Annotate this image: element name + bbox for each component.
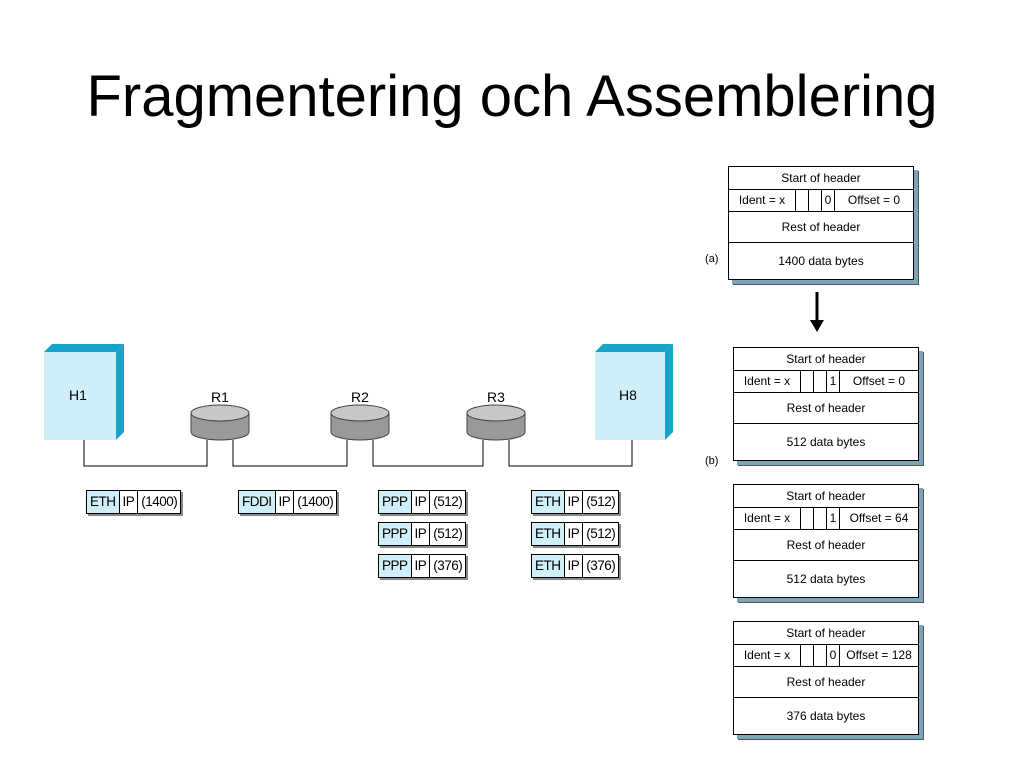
header-ident-row: Ident = x 0 Offset = 0 [729, 190, 913, 212]
ip-header-b2: Start of header Ident = x 1 Offset = 64 … [733, 484, 919, 598]
packet-size: (1400) [297, 494, 334, 509]
packet-eth-512-a: ETH IP (512) [531, 490, 620, 514]
header-ident-row: Ident = x 1 Offset = 64 [734, 508, 918, 530]
header-offset: Offset = 64 [849, 511, 909, 525]
header-flag-blank [814, 508, 827, 529]
header-start: Start of header [729, 167, 913, 190]
packet-eth-1400: ETH IP (1400) [86, 490, 182, 514]
packet-size: (376) [586, 558, 616, 573]
label-h1: H1 [69, 387, 87, 403]
packet-ip: IP [412, 523, 431, 545]
packet-ppp-512-a: PPP IP (512) [378, 490, 467, 514]
page-title: Fragmentering och Assemblering [86, 64, 938, 129]
header-rest: Rest of header [729, 212, 913, 243]
packet-ppp-512-b: PPP IP (512) [378, 522, 467, 546]
packet-proto: ETH [532, 491, 565, 513]
header-ident: Ident = x [729, 190, 796, 211]
fragment-arrow-icon [810, 292, 824, 332]
host-h8 [595, 344, 673, 440]
link-r2-r3 [372, 440, 484, 467]
header-flag-blank [809, 190, 822, 211]
packet-proto: FDDI [239, 491, 276, 513]
header-flag-blank [801, 645, 814, 666]
ip-header-a: Start of header Ident = x 0 Offset = 0 R… [728, 166, 914, 280]
packet-size: (512) [586, 494, 616, 509]
packet-size: (512) [433, 494, 463, 509]
header-ident-row: Ident = x 1 Offset = 0 [734, 371, 918, 393]
header-ident: Ident = x [734, 645, 801, 666]
header-ident: Ident = x [734, 508, 801, 529]
packet-ip: IP [120, 491, 139, 513]
packet-size: (1400) [141, 494, 178, 509]
packet-ip: IP [565, 555, 584, 577]
packet-proto: ETH [87, 491, 120, 513]
packet-ip: IP [565, 523, 584, 545]
header-data: 512 data bytes [786, 435, 866, 449]
header-tag-b: (b) [705, 455, 719, 467]
header-mf-flag: 0 [822, 190, 835, 211]
label-r3: R3 [487, 389, 505, 405]
header-ident-row: Ident = x 0 Offset = 128 [734, 645, 918, 667]
header-rest: Rest of header [734, 667, 918, 698]
packet-size: (376) [433, 558, 463, 573]
header-flag-blank [801, 371, 814, 392]
packet-ip: IP [412, 555, 431, 577]
packet-ip: IP [412, 491, 431, 513]
header-mf-flag: 1 [827, 508, 840, 529]
header-rest: Rest of header [734, 530, 918, 561]
packet-fddi-1400: FDDI IP (1400) [238, 490, 338, 514]
packet-proto: PPP [379, 491, 412, 513]
packet-size: (512) [433, 526, 463, 541]
packet-proto: ETH [532, 523, 565, 545]
host-h1 [44, 344, 124, 440]
ip-header-b1: Start of header Ident = x 1 Offset = 0 R… [733, 347, 919, 461]
header-offset: Offset = 128 [846, 648, 912, 662]
packet-size: (512) [586, 526, 616, 541]
header-flag-blank [814, 645, 827, 666]
header-data: 1400 data bytes [778, 254, 864, 268]
packet-proto: PPP [379, 523, 412, 545]
header-rest: Rest of header [734, 393, 918, 424]
label-r2: R2 [351, 389, 369, 405]
packet-proto: ETH [532, 555, 565, 577]
packet-ip: IP [276, 491, 295, 513]
packet-eth-376: ETH IP (376) [531, 554, 620, 578]
header-flag-blank [801, 508, 814, 529]
packet-ppp-376: PPP IP (376) [378, 554, 467, 578]
header-flag-blank [814, 371, 827, 392]
header-data: 376 data bytes [786, 709, 866, 723]
header-offset: Offset = 0 [847, 193, 901, 207]
link-r1-r2 [232, 440, 348, 467]
link-h1-r1 [83, 440, 208, 467]
header-mf-flag: 0 [827, 645, 840, 666]
header-mf-flag: 1 [827, 371, 840, 392]
label-h8: H8 [619, 387, 637, 403]
header-data: 512 data bytes [786, 572, 866, 586]
router-r2 [330, 404, 390, 441]
link-r3-h8 [508, 440, 633, 467]
header-start: Start of header [734, 485, 918, 508]
header-start: Start of header [734, 348, 918, 371]
header-offset: Offset = 0 [852, 374, 906, 388]
header-tag-a: (a) [705, 253, 719, 265]
packet-eth-512-b: ETH IP (512) [531, 522, 620, 546]
ip-header-b3: Start of header Ident = x 0 Offset = 128… [733, 621, 919, 735]
packet-ip: IP [565, 491, 584, 513]
header-ident: Ident = x [734, 371, 801, 392]
header-flag-blank [796, 190, 809, 211]
router-r3 [466, 404, 526, 441]
network-links [83, 440, 633, 467]
label-r1: R1 [211, 389, 229, 405]
packet-proto: PPP [379, 555, 412, 577]
header-start: Start of header [734, 622, 918, 645]
router-r1 [190, 404, 250, 441]
